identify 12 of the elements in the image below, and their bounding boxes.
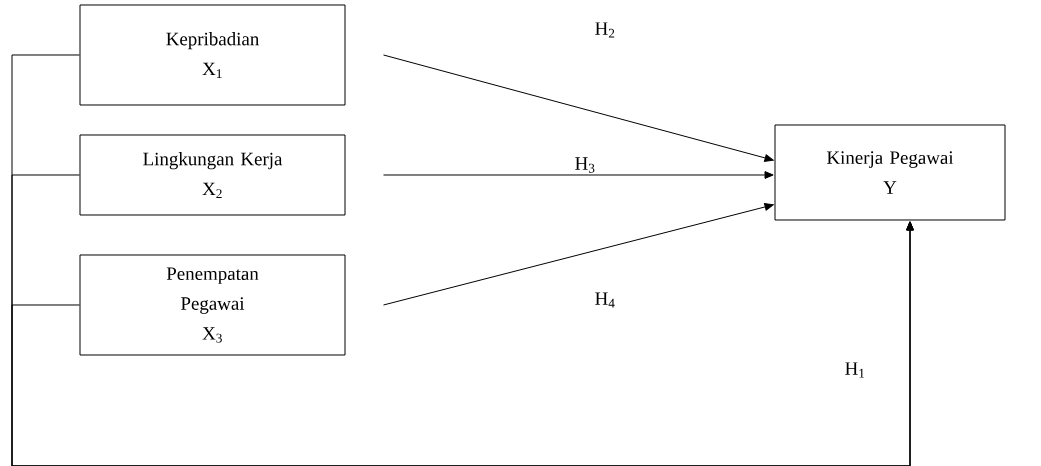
edge-label: H$_{2}$ xyxy=(593,21,617,39)
arrow xyxy=(383,54,774,162)
text-box: Kepribadian X$_{1}$ xyxy=(79,4,346,106)
edge-label: H$_{1}$ xyxy=(843,361,867,379)
edge-label: H$_{4}$ xyxy=(593,291,617,309)
arrow xyxy=(383,171,774,179)
text-box: Penempatan Pegawai X$_{3}$ xyxy=(79,254,346,356)
edge-label: H$_{3}$ xyxy=(573,156,597,174)
arrow xyxy=(11,221,914,466)
text-box: Lingkungan Kerja X$_{2}$ xyxy=(79,134,346,216)
text-box: Kinerja Pegawai Y xyxy=(774,124,1006,221)
arrow xyxy=(383,203,774,306)
